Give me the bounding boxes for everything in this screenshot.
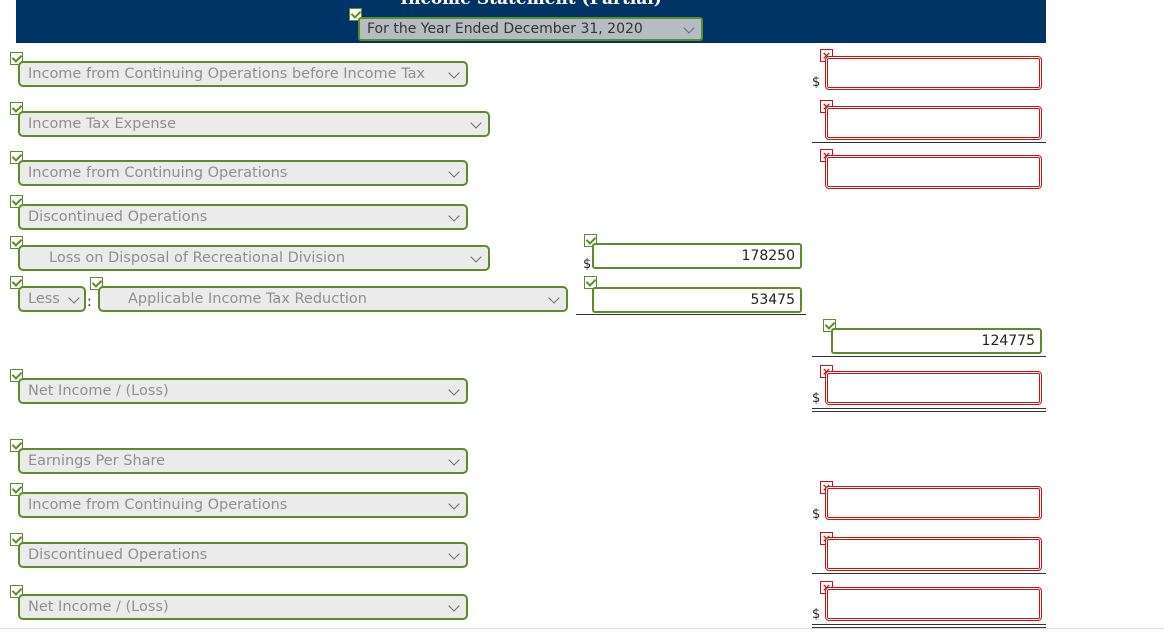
less-select[interactable]: Less: [18, 286, 86, 312]
line-item-label: Discontinued Operations: [28, 209, 208, 225]
chevron-down-icon: [448, 210, 460, 222]
double-underline-rule: [812, 411, 1046, 412]
less-select-value: Less: [28, 291, 60, 307]
discontinued-net-input[interactable]: 124775: [831, 328, 1042, 354]
line-item-select[interactable]: Discontinued Operations: [18, 204, 468, 230]
line-item-label: Earnings Per Share: [28, 453, 166, 469]
line-item-select[interactable]: Income from Continuing Operations: [18, 492, 468, 518]
statement-title: Income Statement (Partial): [16, 0, 1046, 9]
line-item-label: Loss on Disposal of Recreational Divisio…: [49, 250, 346, 266]
correct-check-icon: [10, 276, 23, 289]
amount-input[interactable]: [825, 155, 1042, 189]
chevron-down-icon: [683, 22, 695, 34]
line-item-label: Net Income / (Loss): [28, 599, 169, 615]
line-item-select[interactable]: Applicable Income Tax Reduction: [98, 286, 568, 312]
amount-input[interactable]: [825, 486, 1042, 520]
chevron-down-icon: [448, 498, 460, 510]
line-item-select[interactable]: Net Income / (Loss): [18, 594, 468, 620]
amount-input[interactable]: [825, 537, 1042, 571]
chevron-down-icon: [448, 67, 460, 79]
line-item-select[interactable]: Earnings Per Share: [18, 448, 468, 474]
double-underline-rule: [812, 627, 1046, 628]
line-item-label: Income from Continuing Operations: [28, 165, 288, 181]
underline-rule: [576, 314, 806, 315]
currency-symbol: $: [812, 607, 821, 622]
double-underline-rule: [812, 624, 1046, 625]
amount-input[interactable]: [825, 371, 1042, 405]
amount-input[interactable]: [825, 587, 1042, 621]
chevron-down-icon: [448, 166, 460, 178]
line-item-label: Net Income / (Loss): [28, 383, 169, 399]
underline-rule: [812, 356, 1046, 357]
underline-rule: [812, 142, 1046, 143]
chevron-down-icon: [548, 292, 560, 304]
line-item-select[interactable]: Income from Continuing Operations: [18, 160, 468, 186]
chevron-down-icon: [448, 548, 460, 560]
underline-rule: [812, 573, 1046, 574]
currency-symbol: $: [812, 75, 821, 90]
tax-reduction-input[interactable]: 53475: [592, 287, 802, 313]
page-bottom-border: [0, 628, 1164, 629]
period-select[interactable]: For the Year Ended December 31, 2020: [358, 17, 703, 41]
line-item-select[interactable]: Loss on Disposal of Recreational Divisio…: [18, 245, 490, 271]
line-item-select[interactable]: Income Tax Expense: [18, 111, 490, 137]
line-item-select[interactable]: Net Income / (Loss): [18, 378, 468, 404]
chevron-down-icon: [68, 292, 80, 304]
double-underline-rule: [812, 408, 1046, 409]
currency-symbol: $: [583, 257, 592, 272]
line-item-label: Income from Continuing Operations: [28, 497, 288, 513]
line-item-label: Income from Continuing Operations before…: [28, 66, 426, 82]
chevron-down-icon: [470, 251, 482, 263]
chevron-down-icon: [448, 384, 460, 396]
chevron-down-icon: [470, 117, 482, 129]
colon-separator: :: [87, 294, 92, 310]
line-item-select[interactable]: Discontinued Operations: [18, 542, 468, 568]
amount-input[interactable]: [825, 106, 1042, 140]
correct-check-icon: [584, 276, 597, 289]
line-item-label: Discontinued Operations: [28, 547, 208, 563]
period-select-value: For the Year Ended December 31, 2020: [367, 21, 643, 37]
chevron-down-icon: [448, 454, 460, 466]
currency-symbol: $: [812, 507, 821, 522]
line-item-select[interactable]: Income from Continuing Operations before…: [18, 61, 468, 87]
loss-on-disposal-input[interactable]: 178250: [592, 243, 802, 269]
amount-input[interactable]: [825, 56, 1042, 90]
currency-symbol: $: [812, 391, 821, 406]
line-item-label: Applicable Income Tax Reduction: [128, 291, 367, 307]
chevron-down-icon: [448, 600, 460, 612]
line-item-label: Income Tax Expense: [28, 116, 177, 132]
